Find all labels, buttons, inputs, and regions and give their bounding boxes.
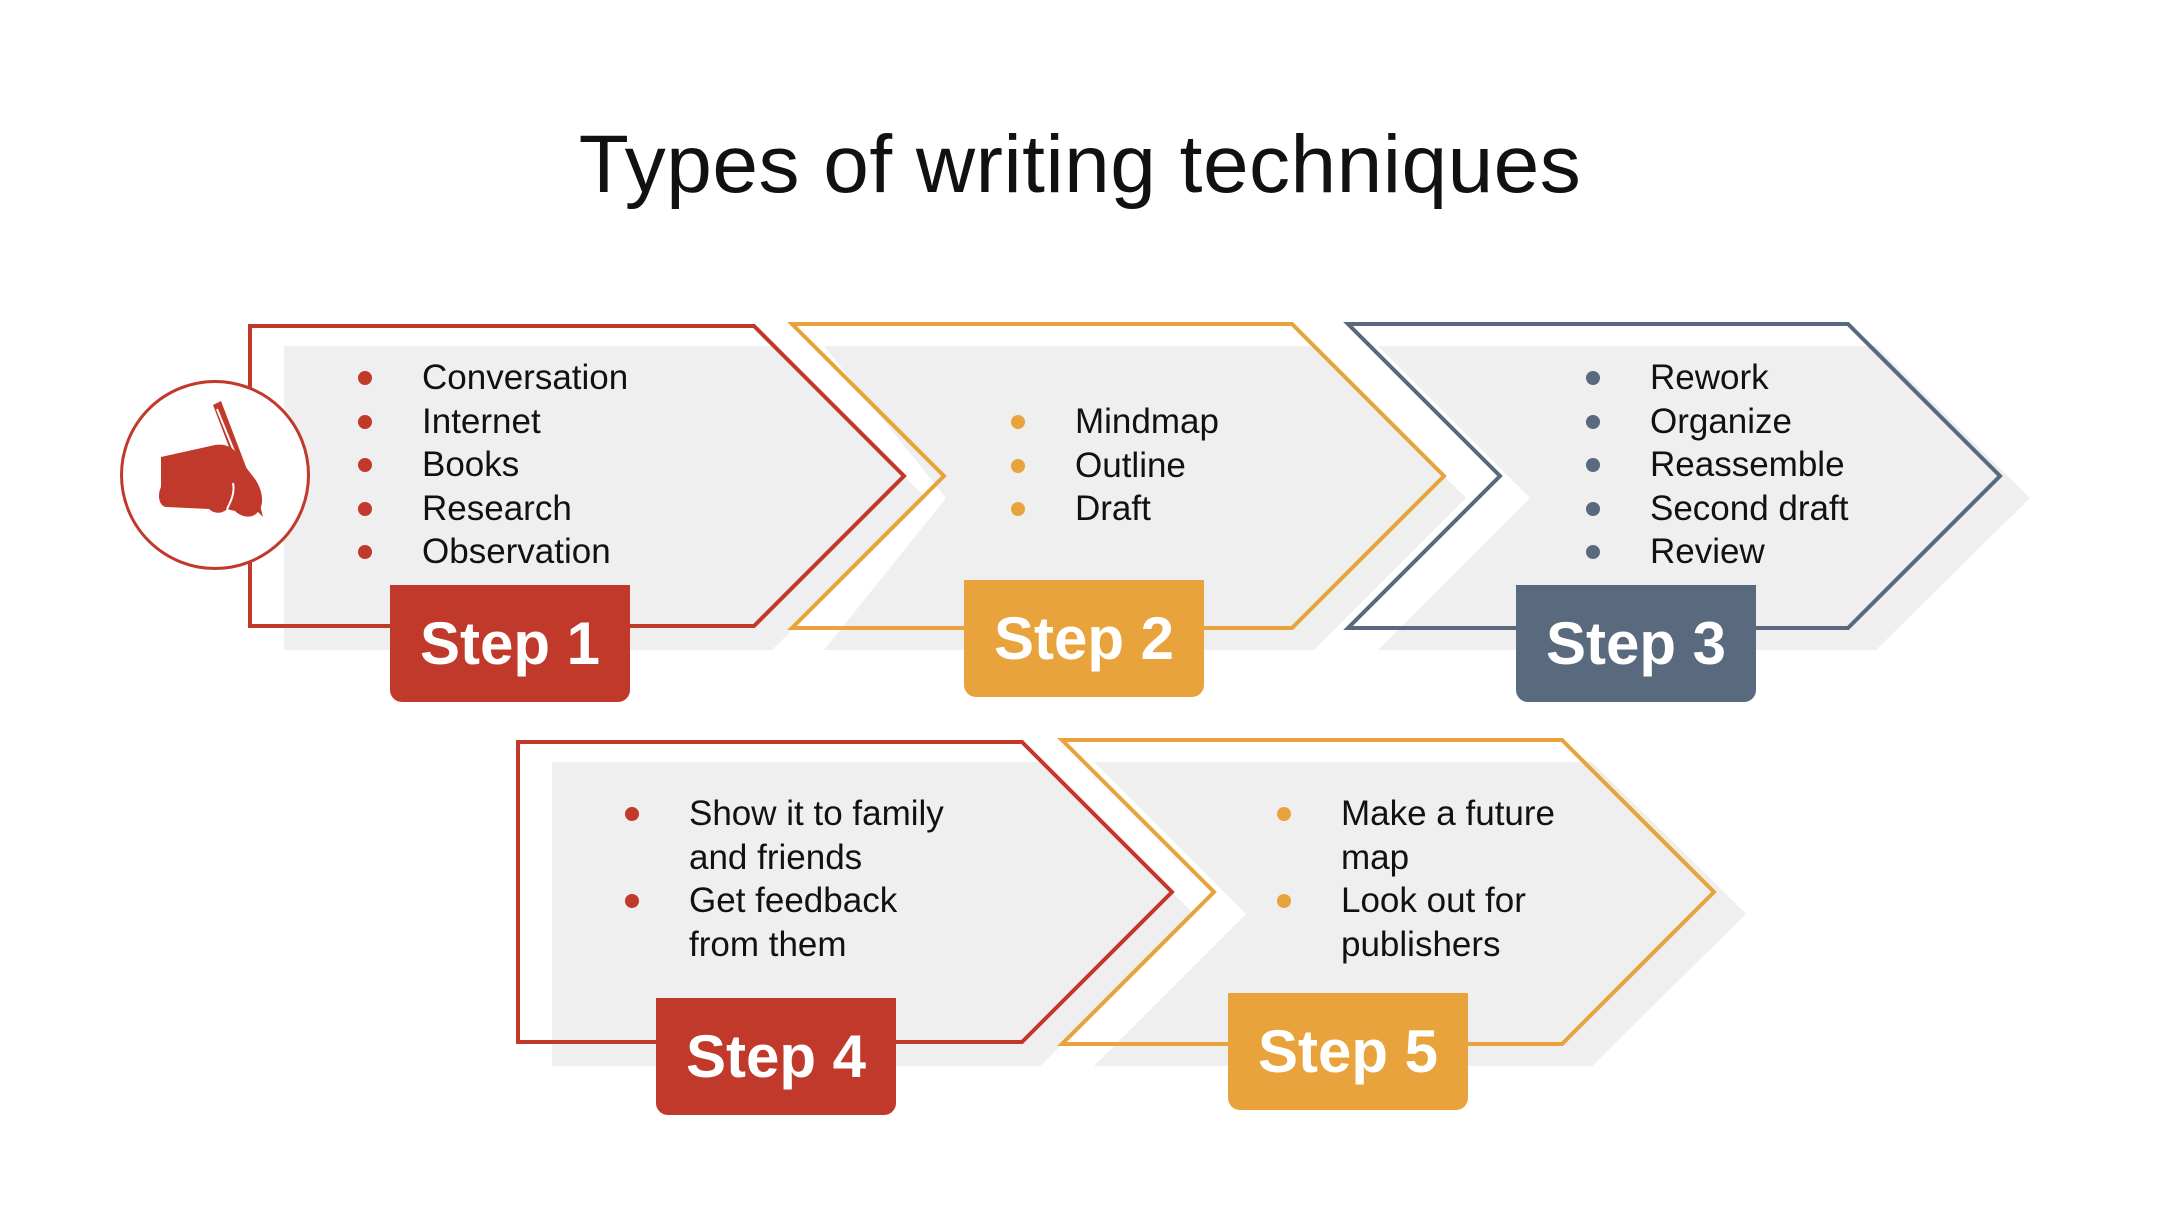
step-3-panel <box>1378 346 2030 650</box>
step-2-outline <box>787 322 1447 630</box>
list-item: Conversation <box>358 356 628 400</box>
step-1-list: Conversation Internet Books Research Obs… <box>358 356 628 574</box>
step-4-badge: Step 4 <box>656 998 896 1115</box>
list-item: Mindmap <box>1011 400 1219 444</box>
step-5-list: Make a future map Look out for publisher… <box>1277 792 1617 966</box>
step-5-panel <box>1094 762 1746 1066</box>
step-1-outline <box>248 324 907 628</box>
list-item: Look out for publishers <box>1277 879 1617 966</box>
list-item: Internet <box>358 400 628 444</box>
step-5-outline <box>1057 738 1717 1046</box>
list-item: Second draft <box>1586 487 1848 531</box>
list-item: Show it to family and friends <box>625 792 965 879</box>
step-4-outline <box>516 740 1175 1044</box>
hand-writing-with-pen-icon <box>159 401 263 517</box>
list-item: Make a future map <box>1277 792 1617 879</box>
step-3-outline <box>1343 322 2003 630</box>
list-item: Observation <box>358 530 628 574</box>
step-3-list: Rework Organize Reassemble Second draft … <box>1586 356 1848 574</box>
step-5-badge: Step 5 <box>1228 993 1468 1110</box>
step-2-panel <box>824 346 1466 650</box>
writing-icon-badge <box>120 380 310 570</box>
page-title: Types of writing techniques <box>578 119 1582 210</box>
step-4-panel <box>552 762 1194 1066</box>
list-item: Review <box>1586 530 1848 574</box>
list-item: Reassemble <box>1586 443 1848 487</box>
list-item: Rework <box>1586 356 1848 400</box>
step-3-badge: Step 3 <box>1516 585 1756 702</box>
list-item: Research <box>358 487 628 531</box>
list-item: Books <box>358 443 628 487</box>
step-1-badge: Step 1 <box>390 585 630 702</box>
list-item: Organize <box>1586 400 1848 444</box>
step-1-panel <box>284 346 926 650</box>
list-item: Outline <box>1011 444 1219 488</box>
step-4-list: Show it to family and friends Get feedba… <box>625 792 965 966</box>
list-item: Get feedback from them <box>625 879 965 966</box>
step-2-badge: Step 2 <box>964 580 1204 697</box>
list-item: Draft <box>1011 487 1219 531</box>
step-2-list: Mindmap Outline Draft <box>1011 400 1219 531</box>
